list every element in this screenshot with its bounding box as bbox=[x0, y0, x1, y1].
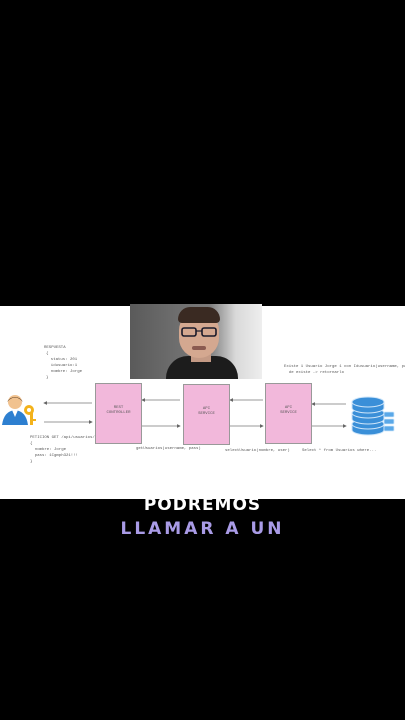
subtitle-line-2: PODREMOS bbox=[143, 495, 262, 515]
flow-arrows bbox=[43, 398, 347, 428]
response-title: RESPUESTA bbox=[44, 346, 66, 350]
db-query-label: Select * from Usuarios where... bbox=[302, 449, 377, 453]
rest-controller-label: REST CONTROLLER bbox=[106, 406, 131, 415]
repository-label: API SERVICE bbox=[280, 406, 297, 415]
call-service-repo: selectUsuario(nombre, user) bbox=[225, 449, 290, 453]
request-body: { nombre: Jorge pass: 1Cgmph321!!! } bbox=[30, 442, 79, 464]
api-service-box: API SERVICE bbox=[183, 384, 230, 445]
call-controller-service: getUsuarios(username, pass) bbox=[136, 447, 201, 451]
database-icon bbox=[351, 396, 395, 436]
request-title: PETICION GET /api/usuarios/jorge bbox=[30, 436, 107, 440]
user-key-icon bbox=[2, 395, 36, 425]
subtitle-line-1: AQUÍ bbox=[176, 470, 229, 490]
rest-controller-box: REST CONTROLLER bbox=[95, 383, 142, 444]
glasses-icon bbox=[181, 327, 217, 337]
webcam-overlay bbox=[130, 304, 262, 379]
response-body: { status: 201 idusuario:1 nombre: Jorge … bbox=[46, 352, 83, 380]
api-service-label: API SERVICE bbox=[198, 407, 215, 416]
db-note: Existe 1 Usuario Jorge 1 con Idusuario(u… bbox=[284, 365, 405, 375]
subtitle-line-3: LLAMAR A UN bbox=[120, 519, 285, 539]
repository-box: API SERVICE bbox=[265, 383, 312, 444]
